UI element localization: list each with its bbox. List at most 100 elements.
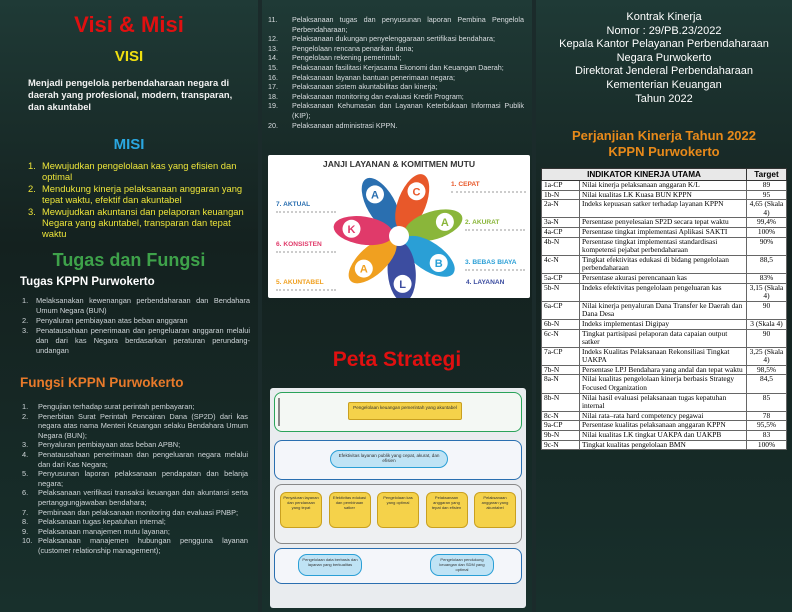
fungsi-item: 9.Pelaksanaan manajemen mutu layanan; bbox=[22, 526, 170, 536]
kontrak-line: Nomor : 29/PB.23/2022 bbox=[606, 24, 722, 37]
iku-target: 3,15 (Skala 4) bbox=[746, 282, 787, 302]
iku-target: 85 bbox=[746, 392, 787, 412]
iku-indicator: Tingkat kualitas pengelolaan BMN bbox=[579, 439, 747, 451]
placeholder-text bbox=[276, 289, 336, 291]
tugas-heading: Tugas KPPN Purwokerto bbox=[20, 276, 155, 288]
fungsi-item: 11.Pelaksanaan tugas dan penyusunan lapo… bbox=[268, 15, 524, 34]
fungsi-item: 12.Pelaksanaan dukungan penyelenggaraan … bbox=[268, 34, 495, 44]
misi-list: 1.Mewujudkan pengelolaan kas yang efisie… bbox=[28, 160, 252, 240]
iku-target: 3 (Skala 4) bbox=[746, 318, 787, 330]
iku-code: 6a-CP bbox=[541, 300, 580, 320]
left-panel: Visi & Misi VISI Menjadi pengelola perbe… bbox=[0, 0, 258, 612]
iku-target: 100% bbox=[746, 226, 787, 238]
fungsi-item: 7.Pembinaan dan pelaksanaan monitoring d… bbox=[22, 507, 239, 517]
iku-code: 6c-N bbox=[541, 328, 580, 348]
process-boxes: Penyaluran layanan dan pendanaan yang te… bbox=[280, 492, 516, 532]
tugas-list: 1.Melaksanakan kewenangan perbendaharaan… bbox=[22, 296, 250, 356]
iku-indicator: Persentase tingkat implementasi Aplikasi… bbox=[579, 226, 747, 238]
placeholder-text bbox=[276, 211, 336, 213]
customer-goal-box: Efektivitas layanan publik yang cepat, a… bbox=[330, 450, 448, 468]
right-panel: Kontrak Kinerja Nomor : 29/PB.23/2022 Ke… bbox=[536, 0, 792, 612]
iku-code: 9c-N bbox=[541, 439, 580, 451]
petal-letter: A bbox=[441, 217, 449, 229]
tugas-fungsi-title: Tugas dan Fungsi bbox=[52, 250, 206, 270]
iku-indicator: Indeks implementasi Digipay bbox=[579, 318, 747, 330]
tugas-item: 3.Penatausahaan penerimaan dan pengeluar… bbox=[22, 326, 250, 355]
iku-indicator: Indeks kepuasan satker terhadap layanan … bbox=[579, 199, 747, 219]
iku-target: 90 bbox=[746, 328, 787, 348]
iku-target: 88,5 bbox=[746, 254, 787, 274]
perjanjian-subtitle: KPPN Purwokerto bbox=[608, 144, 720, 159]
petal: B bbox=[402, 235, 455, 277]
iku-indicator: Indeks efektivitas pengelolaan pengeluar… bbox=[579, 282, 747, 302]
label-akurat: 2. AKURAT bbox=[465, 219, 500, 226]
label-konsisten: 6. KONSISTEN bbox=[276, 241, 322, 248]
learning-box: Pengelolaan data berbasis dan layanan ya… bbox=[298, 554, 362, 576]
fungsi-item: 2.Penerbitan Surat Perintah Pencairan Da… bbox=[22, 411, 248, 440]
perjanjian-heading: Perjanjian Kinerja Tahun 2022 KPPN Purwo… bbox=[536, 128, 792, 160]
fungsi-item: 3.Penyaluran pembiayaan atas beban APBN; bbox=[22, 440, 181, 450]
fungsi-item: 1.Pengujian terhadap surat perintah pemb… bbox=[22, 402, 195, 411]
iku-indicator: Tingkat partisipasi pelaporan data capai… bbox=[579, 328, 747, 348]
petal-letter: L bbox=[399, 279, 406, 291]
fungsi-item: 5.Penyusunan laporan pelaksanaan pendapa… bbox=[22, 469, 248, 488]
label-cepat: 1. CEPAT bbox=[451, 181, 480, 188]
iku-code: 5b-N bbox=[541, 282, 580, 302]
iku-indicator: Nilai kualitas LK tingkat UAKPA dan UAKP… bbox=[579, 430, 747, 441]
petal-letter: B bbox=[435, 258, 443, 270]
iku-target: 100% bbox=[746, 439, 787, 451]
kontrak-line: Tahun 2022 bbox=[635, 92, 693, 105]
fungsi-item: 8.Pelaksanaan tugas kepatuhan internal; bbox=[22, 517, 166, 527]
col-target: Target bbox=[746, 168, 787, 181]
fungsi-item: 14.Pengelolaan rekening pemerintah; bbox=[268, 53, 402, 63]
iku-code: 1a-CP bbox=[541, 180, 580, 191]
iku-indicator: Nilai kualitas pengelolaan kinerja berba… bbox=[579, 374, 747, 394]
process-box: Efektivitas edukasi dan pembinaan satker bbox=[328, 492, 371, 528]
process-box: Penyaluran layanan dan pendanaan yang te… bbox=[280, 492, 322, 528]
iku-indicator: Nilai kinerja pelaksanaan anggaran K/L bbox=[579, 180, 747, 191]
placeholder-text bbox=[465, 269, 525, 271]
iku-target: 3,25 (Skala 4) bbox=[746, 346, 787, 366]
petal: A bbox=[348, 237, 397, 284]
visi-text: Menjadi pengelola perbendaharaan negara … bbox=[28, 77, 233, 112]
col-indikator: INDIKATOR KINERJA UTAMA bbox=[541, 168, 747, 181]
iku-target: 84,5 bbox=[746, 374, 787, 394]
fungsi-item: 15.Pelaksanaan fasilitasi Kerjasama Ekon… bbox=[268, 62, 504, 72]
iku-indicator: Indeks Kualitas Pelaksanaan Rekonsiliasi… bbox=[579, 346, 747, 366]
petal: A bbox=[361, 177, 401, 232]
petal-letter: A bbox=[360, 264, 368, 276]
middle-panel: 11.Pelaksanaan tugas dan penyusunan lapo… bbox=[262, 0, 532, 612]
label-akuntabel: 5. AKUNTABEL bbox=[276, 279, 324, 286]
placeholder-text bbox=[451, 191, 526, 193]
iku-target: 90% bbox=[746, 236, 787, 256]
flower-center bbox=[389, 226, 409, 246]
placeholder-text bbox=[465, 229, 525, 231]
iku-code: 7a-CP bbox=[541, 346, 580, 366]
perjanjian-title: Perjanjian Kinerja Tahun 2022 bbox=[572, 128, 756, 143]
iku-code: 8b-N bbox=[541, 392, 580, 412]
petal-letter: K bbox=[348, 224, 356, 236]
iku-target: 89 bbox=[746, 180, 787, 191]
kontrak-kinerja-block: Kontrak Kinerja Nomor : 29/PB.23/2022 Ke… bbox=[536, 11, 792, 106]
tugas-item: 2.Penyaluran pembiayaan atas beban angga… bbox=[22, 316, 188, 325]
kontrak-line: Kontrak Kinerja bbox=[626, 11, 702, 23]
label-aktual: 7. AKTUAL bbox=[276, 201, 311, 208]
fungsi-item: 19.Pelaksanaan Kehumasan dan Layanan Ket… bbox=[268, 101, 524, 120]
iku-code: 4c-N bbox=[541, 254, 580, 274]
petal: K bbox=[333, 216, 394, 246]
tugas-item: 1.Melaksanakan kewenangan perbendaharaan… bbox=[22, 296, 250, 315]
iku-target: 83% bbox=[746, 272, 787, 284]
